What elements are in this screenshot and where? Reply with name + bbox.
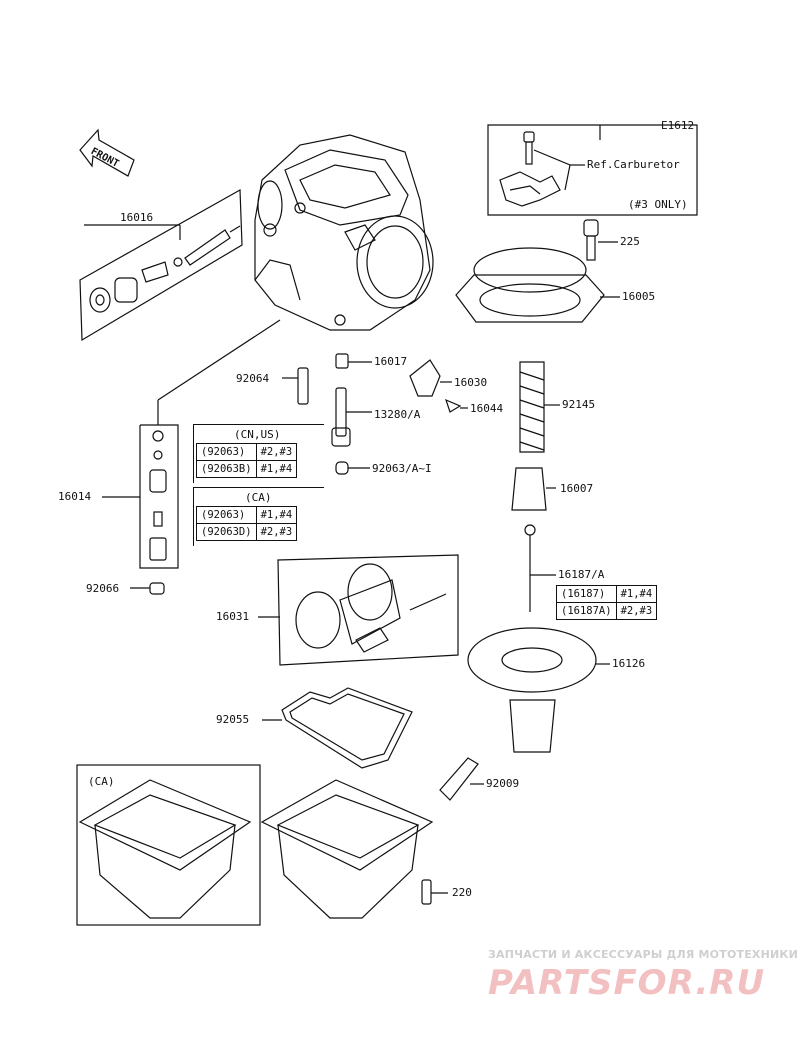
vacuum-piston-parts [455,219,620,753]
table-cell: #2,#3 [255,523,298,541]
part-label-16030: 16030 [454,376,488,389]
spec-table-16187: (16187) #1,#4 (16187A) #2,#3 [556,585,658,620]
table-row: (16187A) #2,#3 [556,602,658,620]
table-cell: (92063) [196,443,257,461]
part-label-16187: 16187/A [558,568,605,581]
part-label-16044: 16044 [470,402,504,415]
table-cell: #1,#4 [255,460,298,478]
part-label-16007: 16007 [560,482,594,495]
front-arrow-icon [79,128,135,177]
float-bowl [260,757,484,919]
throttle-valve-16031 [258,554,459,666]
pilot-assembly-16014 [102,319,281,595]
table-row: (92063) #1,#4 [196,506,298,524]
table-cell: (92063) [196,506,257,524]
spec-cn-us-title: (CN,US) [234,428,281,441]
part-label-220: 220 [452,886,472,899]
jet-assembly-16016 [79,188,243,342]
table-row: (92063B) #1,#4 [196,460,298,478]
part-label-92009: 92009 [486,777,520,790]
ca-box-label: (CA) [88,775,115,788]
part-label-16031: 16031 [216,610,250,623]
part-label-16017: 16017 [374,355,408,368]
watermark-logo: PARTSFOR.RU [488,963,766,1003]
part-label-13280: 13280/A [374,408,421,421]
part-label-92064: 92064 [236,372,270,385]
ref-carburetor-box [487,124,698,216]
table-row: (92063D) #2,#3 [196,523,298,541]
table-cell: (92063D) [196,523,257,541]
part-label-225: 225 [620,235,640,248]
gasket-92055 [262,687,413,769]
ref-carburetor-label: Ref.Carburetor [587,158,680,171]
table-cell: (16187A) [556,602,617,620]
table-row: (16187) #1,#4 [556,585,658,603]
carburetor-body [254,134,434,331]
table-cell: (92063B) [196,460,257,478]
table-cell: #2,#3 [615,602,658,620]
watermark-tagline: ЗАПЧАСТИ И АКСЕССУАРЫ ДЛЯ МОТОТЕХНИКИ [488,948,798,961]
part-label-92066: 92066 [86,582,120,595]
small-parts-column [282,353,468,475]
ref-carburetor-note: (#3 ONLY) [628,198,688,211]
part-label-16014: 16014 [58,490,92,503]
table-cell: #1,#4 [615,585,658,603]
part-label-16016: 16016 [120,211,154,224]
part-label-92063: 92063/A~I [372,462,432,475]
part-label-92145: 92145 [562,398,596,411]
part-label-92055: 92055 [216,713,250,726]
diagram-code: E1612 [661,119,695,132]
part-label-16005: 16005 [622,290,656,303]
table-cell: (16187) [556,585,617,603]
table-cell: #1,#4 [255,506,298,524]
float-bowl-ca [76,764,261,926]
table-cell: #2,#3 [255,443,298,461]
table-row: (92063) #2,#3 [196,443,298,461]
spec-ca-title: (CA) [245,491,272,504]
part-label-16126: 16126 [612,657,646,670]
spec-cn-us-table: (92063) #2,#3 (92063B) #1,#4 [196,443,298,478]
spec-ca-table: (92063) #1,#4 (92063D) #2,#3 [196,506,298,541]
